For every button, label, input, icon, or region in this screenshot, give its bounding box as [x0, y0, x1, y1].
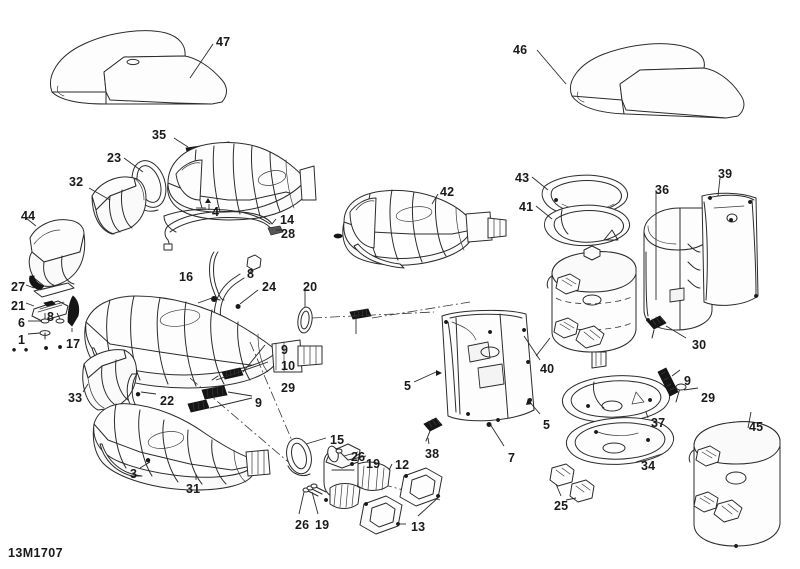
- callout-34: 34: [641, 459, 656, 473]
- part-34-oval-shield-lower: [566, 417, 674, 465]
- part-39-shield-panel: [701, 177, 759, 306]
- callout-46: 46: [513, 43, 528, 57]
- part-46-heat-shield-right: [536, 43, 745, 119]
- callout-7: 7: [508, 451, 516, 465]
- spring-group-mid-left: [187, 344, 269, 413]
- part-12-exhaust-manifold: [323, 443, 393, 509]
- part-13-manifold-gaskets: [359, 467, 443, 535]
- callout-36: 36: [655, 183, 670, 197]
- callout-9-a: 9: [281, 343, 289, 357]
- callout-35: 35: [152, 128, 167, 142]
- callout-4: 4: [212, 205, 220, 219]
- part-30-screw: [647, 315, 687, 339]
- part-38-bolt: [423, 417, 443, 445]
- callout-17: 17: [66, 337, 81, 351]
- callout-31: 31: [186, 482, 201, 496]
- callout-19-a: 19: [366, 457, 381, 471]
- part-8-nut-upper: [246, 254, 262, 275]
- callout-13: 13: [411, 520, 426, 534]
- fastener-group-left: [12, 312, 65, 352]
- callout-40: 40: [540, 362, 555, 376]
- callout-12: 12: [395, 458, 410, 472]
- callout-47: 47: [216, 35, 231, 49]
- part-42-tuned-pipe: [333, 189, 507, 269]
- callout-24: 24: [262, 280, 277, 294]
- callout-5-b: 5: [543, 418, 551, 432]
- callout-38: 38: [425, 447, 440, 461]
- part-9-spring-centre: [349, 308, 372, 334]
- part-15-gasket-ring: [286, 437, 327, 477]
- fastener-group-manifold: [298, 448, 367, 515]
- part-47-heat-shield-left: [50, 30, 227, 105]
- callout-30: 30: [692, 338, 707, 352]
- part-45-muffler-body: [688, 411, 781, 548]
- callout-6: 6: [18, 316, 26, 330]
- part-4-support-bracket: [163, 198, 271, 233]
- centerline-a: [311, 311, 435, 319]
- part-44-muffler-cover: [25, 217, 86, 291]
- callout-22: 22: [160, 394, 175, 408]
- callout-16: 16: [179, 270, 194, 284]
- part-25-clip-mounts: [549, 463, 595, 503]
- callout-45: 45: [749, 420, 764, 434]
- part-20-seal-ring: [297, 290, 313, 334]
- spring-group-right: [657, 367, 699, 403]
- callout-26-b: 26: [295, 518, 310, 532]
- part-17-rubber-mount: [67, 295, 80, 332]
- centerline-b: [249, 341, 297, 451]
- top-exhaust-pipe-assembly: [167, 142, 317, 221]
- part-7-screw-lead: [486, 422, 505, 447]
- callout-27: 27: [11, 280, 26, 294]
- callout-9-c: 9: [684, 374, 692, 388]
- callout-19-b: 19: [315, 518, 330, 532]
- callout-43: 43: [515, 171, 530, 185]
- centerline-e: [371, 301, 471, 319]
- callout-15: 15: [330, 433, 345, 447]
- callout-14: 14: [280, 213, 295, 227]
- callout-26-a: 26: [351, 450, 366, 464]
- callout-42: 42: [440, 185, 455, 199]
- reference-arrow-5-left: [413, 370, 442, 383]
- part-27-plate-bracket: [25, 282, 75, 298]
- callout-23: 23: [107, 151, 122, 165]
- callout-29-a: 29: [281, 381, 296, 395]
- reference-arrow-5-right: [526, 398, 541, 415]
- callout-29-b: 29: [701, 391, 716, 405]
- diagram-code: 13M1707: [8, 546, 63, 560]
- callout-20: 20: [303, 280, 318, 294]
- callout-1: 1: [18, 333, 26, 347]
- callout-8: 8: [47, 310, 55, 324]
- part-41-oval-gasket-lower: [535, 204, 630, 247]
- callout-33: 33: [68, 391, 83, 405]
- callout-39: 39: [718, 167, 733, 181]
- callout-21: 21: [11, 299, 26, 313]
- callout-9-b: 9: [255, 396, 263, 410]
- callout-28: 28: [281, 227, 296, 241]
- part-14-rod-linkage: [163, 211, 284, 251]
- part-32-shield-half: [88, 176, 147, 235]
- callout-10: 10: [281, 359, 296, 373]
- callout-3: 3: [130, 467, 138, 481]
- part-40-muffler-body: [535, 245, 637, 369]
- callout-37: 37: [651, 416, 666, 430]
- callout-32: 32: [69, 175, 84, 189]
- part-16-spring-clip: [197, 251, 225, 304]
- part-31-y-pipe: [92, 403, 271, 491]
- callout-25: 25: [554, 499, 569, 513]
- callout-44: 44: [21, 209, 36, 223]
- callout-5-a: 5: [404, 379, 412, 393]
- part-36-cylindrical-shield: [643, 190, 713, 331]
- part-40-muffler-shield: [441, 309, 541, 422]
- part-43-oval-gasket-upper: [531, 174, 628, 217]
- callout-8-upper: 8: [247, 267, 255, 281]
- part-37-oval-shield-upper: [562, 375, 670, 423]
- callout-41: 41: [519, 200, 534, 214]
